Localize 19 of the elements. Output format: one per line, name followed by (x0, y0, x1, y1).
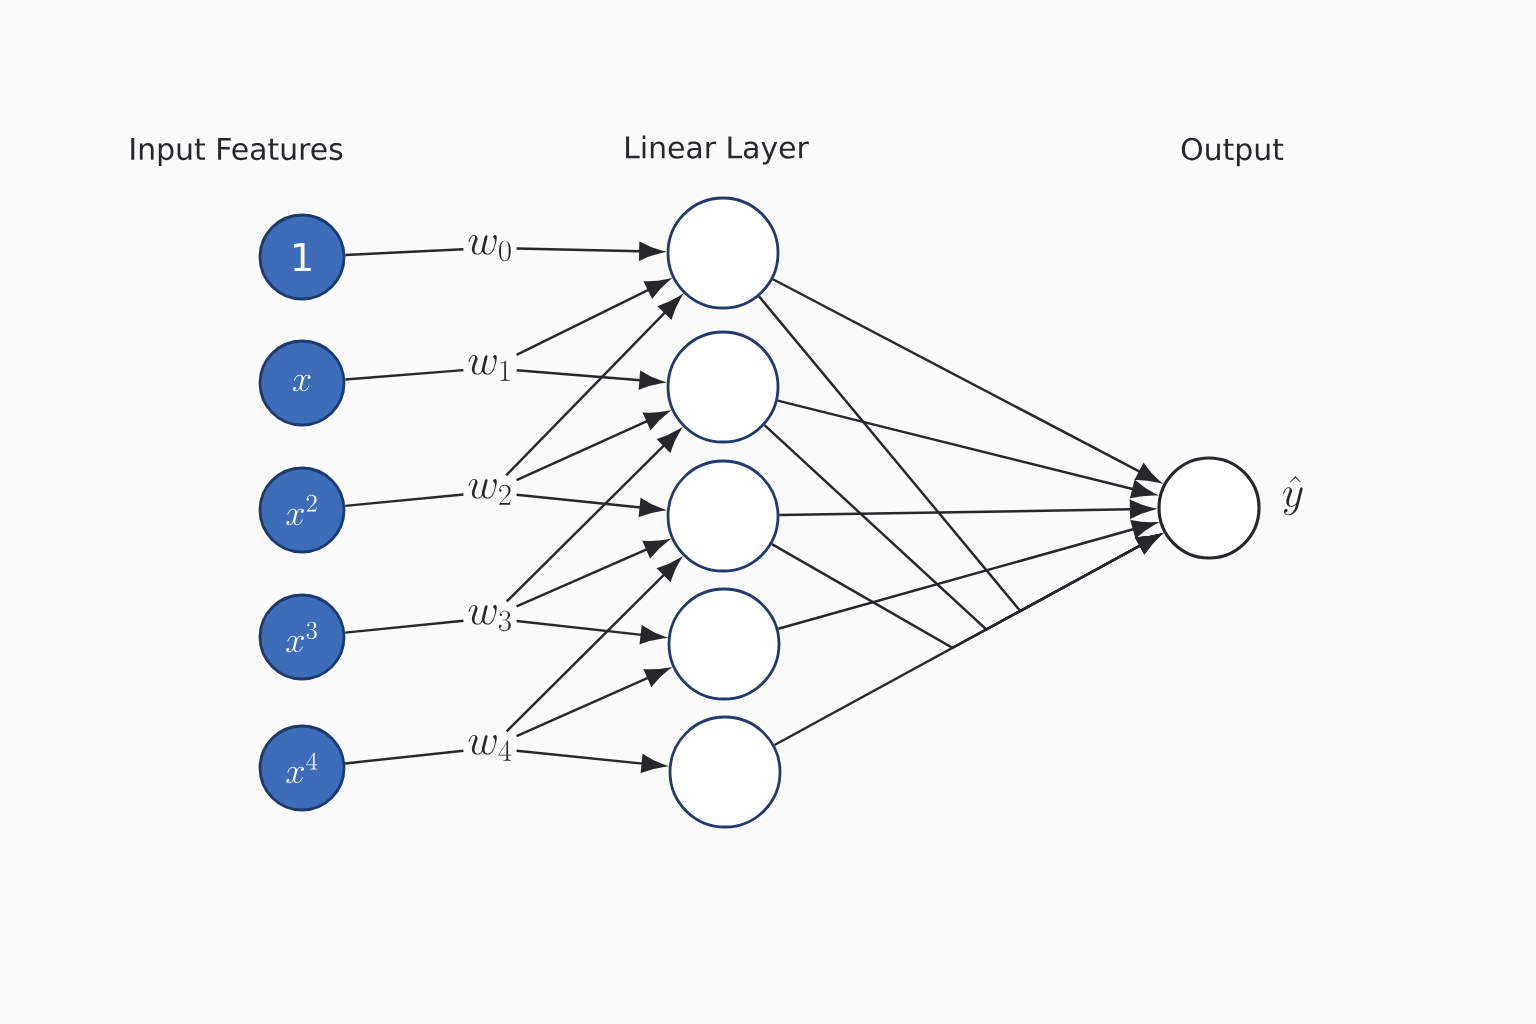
column-heading: Linear Layer (626, 135, 809, 165)
column-heading: Input Features (131, 138, 343, 166)
neuron-circle (668, 715, 782, 829)
column-heading: Output (1181, 137, 1284, 167)
neuron-circle (666, 196, 780, 310)
neuron-circle (666, 330, 780, 444)
arrow (516, 411, 669, 482)
neuron-circle (667, 587, 781, 701)
weight-label: $w_{4}$ (468, 734, 512, 761)
arrow (505, 429, 681, 603)
neuron-circle (666, 459, 780, 573)
arrow (778, 520, 1156, 630)
weight-label: $w_{1}$ (468, 354, 510, 381)
weight-label: $w_{0}$ (468, 234, 511, 262)
output-circle (1157, 456, 1261, 560)
weight-label: $w_{2}$ (468, 478, 511, 505)
output-symbol: $\hat{y}$ (1283, 476, 1303, 516)
weight-label: $w_{3}$ (468, 604, 511, 632)
arrow (771, 534, 1161, 650)
